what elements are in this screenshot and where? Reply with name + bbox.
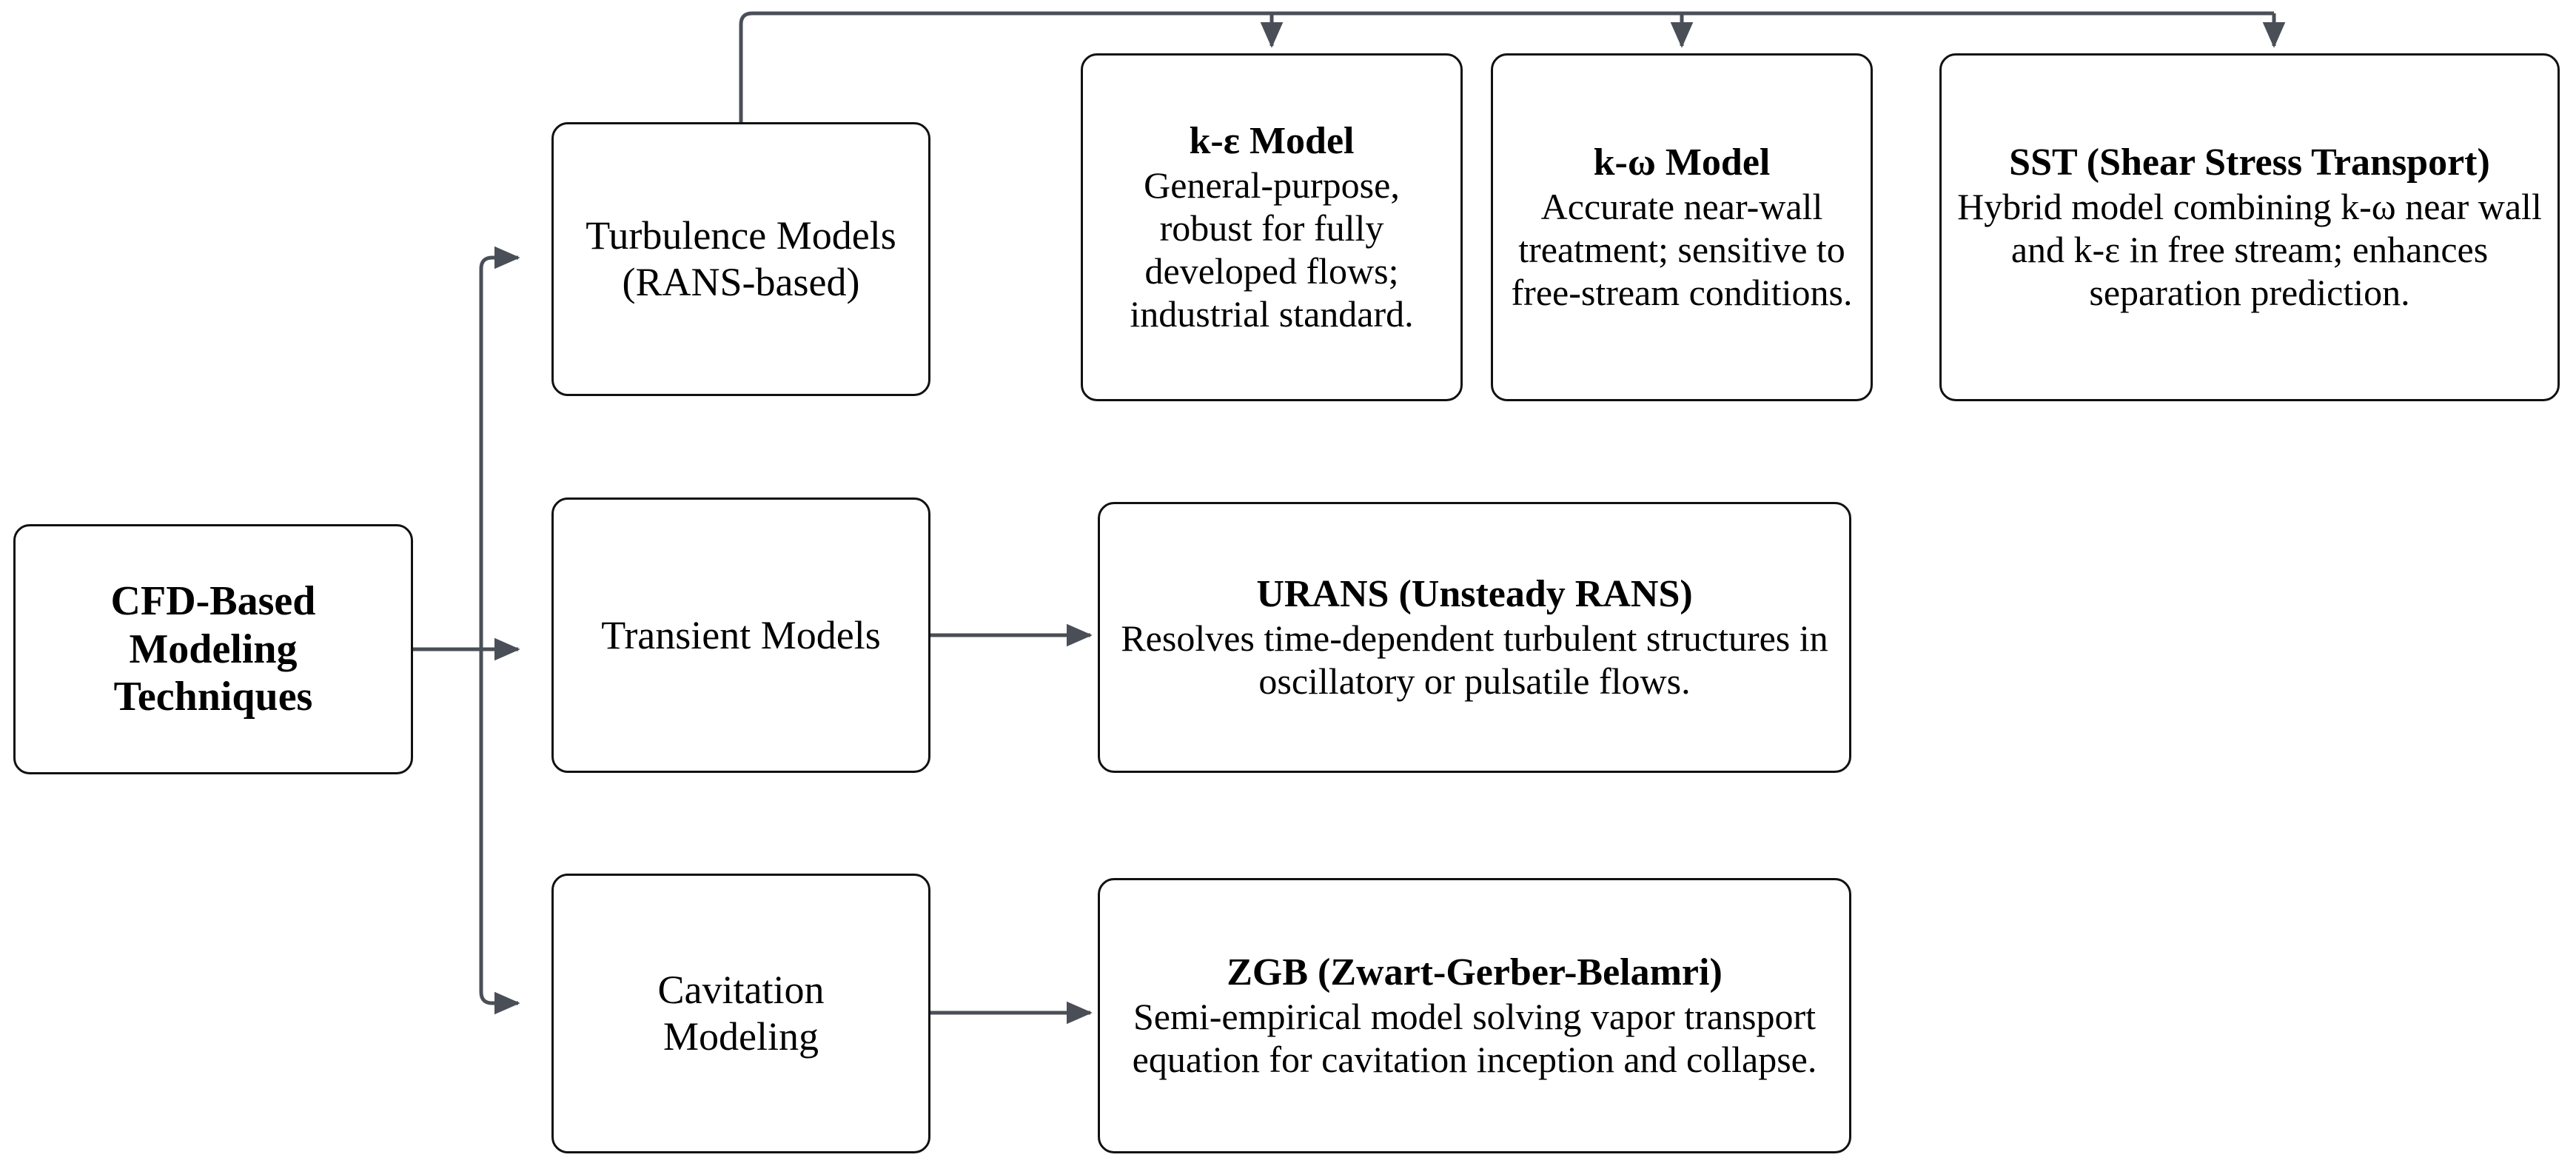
- node-cavitation-modeling[interactable]: Cavitation Modeling: [551, 874, 930, 1153]
- node-urans-unsteady-rans[interactable]: URANS (Unsteady RANS) Resolves time-depe…: [1098, 502, 1851, 773]
- node-description: Hybrid model combining k-ω near wall and…: [1957, 186, 2542, 314]
- node-title: k-ω Model: [1593, 141, 1771, 184]
- node-title-line-1: CFD-Based: [110, 577, 316, 624]
- node-zgb-zwart-gerber-belamri[interactable]: ZGB (Zwart-Gerber-Belamri) Semi-empirica…: [1098, 878, 1851, 1153]
- node-label-line-2: Modeling: [663, 1014, 819, 1059]
- node-title: SST (Shear Stress Transport): [2009, 141, 2490, 184]
- node-title: URANS (Unsteady RANS): [1256, 572, 1693, 615]
- node-label-line-2: (RANS-based): [622, 260, 860, 304]
- node-turbulence-models[interactable]: Turbulence Models (RANS-based): [551, 122, 930, 396]
- node-label-line-1: Transient Models: [601, 612, 881, 657]
- node-label-line-1: Turbulence Models: [586, 213, 896, 258]
- node-cfd-based-modeling-techniques[interactable]: CFD-Based Modeling Techniques: [13, 524, 413, 774]
- node-description: Accurate near-wall treatment; sensitive …: [1511, 186, 1853, 314]
- node-description: Resolves time-dependent turbulent struct…: [1121, 617, 1828, 703]
- node-label-line-1: Cavitation: [657, 968, 825, 1013]
- edge-root-fanout: [413, 246, 520, 1015]
- node-description: General-purpose, robust for fully develo…: [1130, 164, 1414, 335]
- node-description: Semi-empirical model solving vapor trans…: [1132, 996, 1817, 1081]
- node-sst-shear-stress-transport[interactable]: SST (Shear Stress Transport) Hybrid mode…: [1939, 53, 2560, 401]
- node-transient-models[interactable]: Transient Models: [551, 497, 930, 773]
- node-k-epsilon-model[interactable]: k-ε Model General-purpose, robust for fu…: [1081, 53, 1463, 401]
- node-k-omega-model[interactable]: k-ω Model Accurate near-wall treatment; …: [1491, 53, 1873, 401]
- node-title-line-2: Modeling: [129, 626, 298, 672]
- node-title: k-ε Model: [1189, 119, 1355, 162]
- node-title: ZGB (Zwart-Gerber-Belamri): [1227, 951, 1723, 994]
- node-title-line-3: Techniques: [113, 674, 313, 720]
